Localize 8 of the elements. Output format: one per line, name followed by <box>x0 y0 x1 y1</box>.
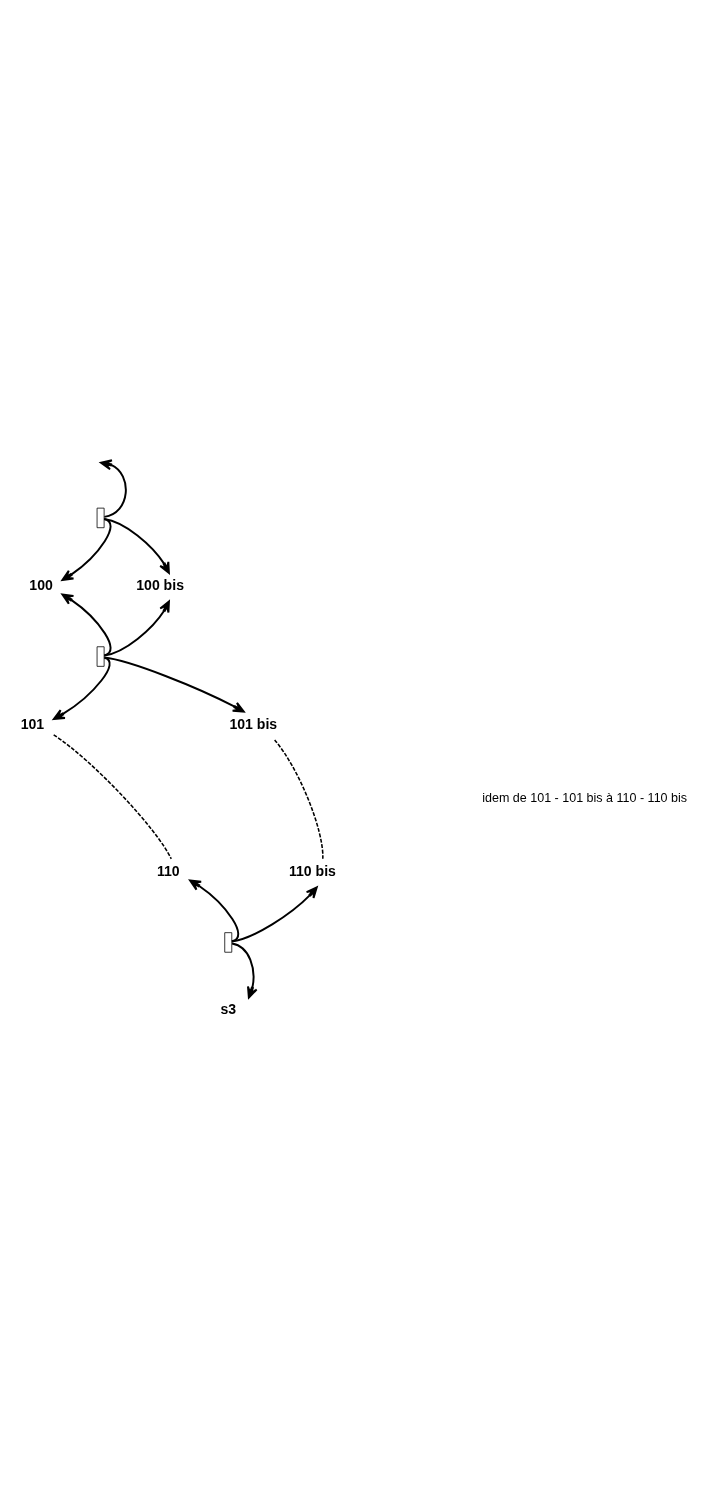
node-text: s3 <box>220 1000 237 1017</box>
node-text: 110 <box>156 862 180 879</box>
node-text: 110 bis <box>288 862 336 879</box>
node-text: 100 <box>29 576 53 593</box>
node-text: 100 bis <box>136 576 184 593</box>
label: idem de 101 - 101 bis à 110 - 110 bis <box>482 790 688 805</box>
node-text: 101 <box>20 715 45 732</box>
node-text: 101 bis <box>229 715 278 732</box>
